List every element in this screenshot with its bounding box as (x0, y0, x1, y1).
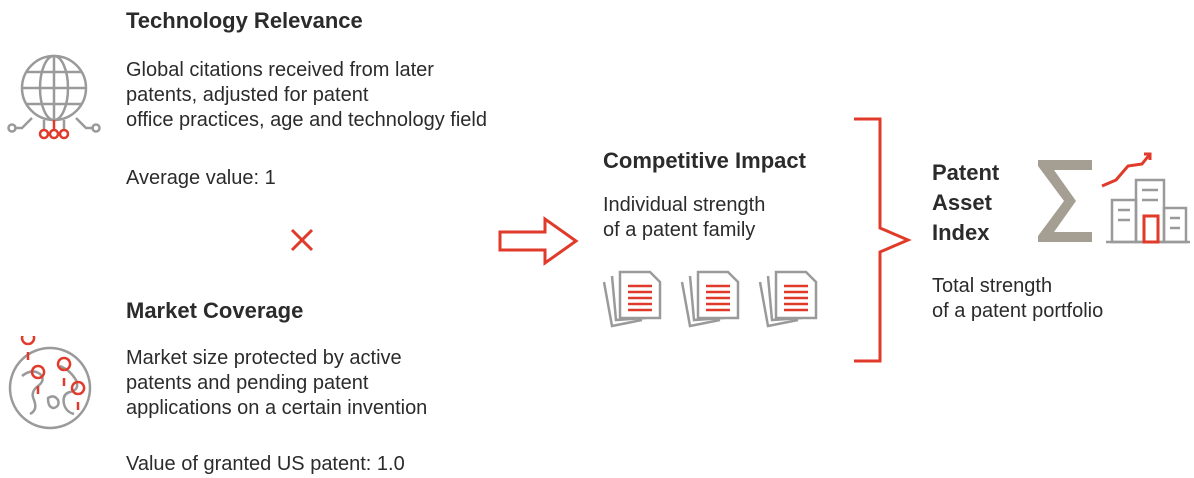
technology-relevance-metric: Average value: 1 (126, 167, 276, 189)
description-line: office practices, age and technology fie… (126, 109, 487, 131)
growing-building-icon (1098, 150, 1192, 246)
multiply-icon (289, 227, 315, 253)
description-line: patents, adjusted for patent (126, 84, 369, 106)
description-line: Total strength (932, 275, 1053, 297)
description-line: Global citations received from later (126, 59, 434, 81)
document-stack-icon (678, 268, 744, 330)
sigma-icon (1034, 156, 1096, 246)
title-line: Asset (932, 190, 992, 215)
description-line: of a patent portfolio (932, 300, 1104, 322)
patent-asset-index-title: Patent Asset Index (932, 158, 999, 248)
competitive-impact-title: Competitive Impact (603, 148, 806, 173)
title-line: Index (932, 220, 990, 245)
patent-asset-index-description: Total strength of a patent portfolio (932, 274, 1103, 324)
description-line: Individual strength (603, 194, 766, 216)
description-line: patents and pending patent (126, 372, 369, 394)
description-line: Market size protected by active (126, 347, 402, 369)
description-line: of a patent family (603, 219, 756, 241)
document-stack-icon (756, 268, 822, 330)
market-coverage-title: Market Coverage (126, 298, 304, 323)
document-stack-icon (600, 268, 666, 330)
description-line: applications on a certain invention (126, 397, 428, 419)
globe-circuit-icon (4, 50, 104, 145)
right-arrow-icon (497, 216, 579, 266)
curly-brace-icon (850, 116, 914, 364)
technology-relevance-title: Technology Relevance (126, 8, 363, 33)
market-coverage-description: Market size protected by active patents … (126, 346, 427, 421)
market-coverage-metric: Value of granted US patent: 1.0 (126, 453, 405, 475)
competitive-impact-description: Individual strength of a patent family (603, 193, 765, 243)
world-map-pins-icon (2, 336, 102, 436)
title-line: Patent (932, 160, 1000, 185)
technology-relevance-description: Global citations received from later pat… (126, 58, 487, 133)
